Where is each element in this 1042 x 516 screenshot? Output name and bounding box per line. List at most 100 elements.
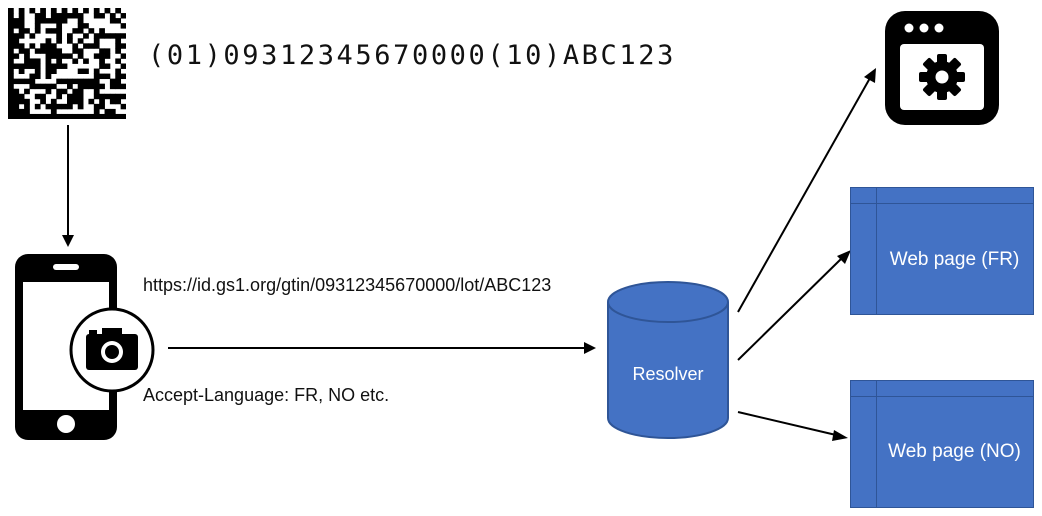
barcode-module: [56, 63, 63, 69]
barcode-module: [50, 13, 57, 19]
barcode-module: [93, 33, 100, 39]
barcode-module: [88, 28, 95, 34]
barcode-module: [18, 63, 25, 69]
barcode-module: [13, 53, 20, 59]
barcode-hri-text: (01)09312345670000(10)ABC123: [148, 40, 676, 71]
barcode-module: [40, 93, 46, 100]
barcode-module: [120, 103, 126, 110]
barcode-module: [99, 93, 105, 100]
barcode-module: [109, 83, 116, 90]
barcode-module: [93, 73, 100, 80]
barcode-module: [77, 98, 84, 105]
barcode-module: [50, 108, 57, 115]
arrow-phone-to-resolver: [168, 342, 596, 354]
barcode-module: [109, 33, 116, 39]
barcode-module: [72, 28, 79, 34]
barcode-module: [61, 8, 68, 14]
barcode-module: [8, 33, 14, 39]
barcode-module: [13, 38, 20, 44]
barcode-module: [50, 98, 57, 105]
barcode-module: [115, 8, 122, 14]
barcode-module: [99, 13, 105, 19]
barcode-module: [115, 113, 122, 119]
barcode-module: [88, 113, 95, 119]
barcode-module: [56, 28, 63, 34]
barcode-module: [13, 43, 20, 49]
barcode-module: [115, 73, 122, 80]
web-page-header-divider: [851, 203, 1033, 204]
barcode-module: [72, 13, 79, 19]
barcode-module: [13, 78, 20, 85]
barcode-module: [8, 63, 14, 69]
barcode-module: [77, 23, 84, 29]
barcode-module: [93, 83, 100, 90]
barcode-module: [56, 38, 63, 44]
barcode-module: [13, 18, 20, 24]
barcode-module: [45, 73, 52, 80]
barcode-module: [61, 18, 68, 24]
barcode-module: [77, 53, 84, 59]
barcode-module: [56, 18, 63, 24]
request-url: https://id.gs1.org/gtin/09312345670000/l…: [143, 275, 552, 295]
barcode-module: [104, 63, 111, 69]
barcode-module: [24, 48, 30, 54]
barcode-module: [24, 98, 30, 105]
barcode-module: [67, 53, 73, 59]
barcode-module: [99, 33, 105, 39]
barcode-module: [8, 83, 14, 90]
barcode-module: [29, 78, 36, 85]
barcode-module: [13, 23, 20, 29]
barcode-module: [40, 48, 46, 54]
barcode-module: [50, 113, 57, 119]
barcode-module: [104, 33, 111, 39]
barcode-module: [8, 28, 14, 34]
barcode-module: [72, 93, 79, 100]
barcode-module: [83, 58, 89, 64]
barcode-module: [8, 68, 14, 74]
barcode-module: [8, 78, 14, 85]
barcode-module: [83, 68, 89, 74]
barcode-module: [99, 48, 105, 54]
barcode-module: [72, 88, 79, 95]
barcode-module: [56, 53, 63, 59]
barcode-module: [56, 93, 63, 100]
barcode-module: [34, 48, 41, 54]
barcode-module: [50, 68, 57, 74]
barcode-module: [29, 8, 36, 14]
barcode-module: [18, 33, 25, 39]
app-settings-icon: [885, 11, 999, 125]
barcode-module: [50, 8, 57, 14]
barcode-module: [61, 103, 68, 110]
barcode-module: [109, 113, 116, 119]
barcode-module: [34, 18, 41, 24]
resolver-redirect-arrows: [737, 68, 876, 441]
barcode-module: [8, 8, 14, 14]
barcode-module: [18, 113, 25, 119]
barcode-module: [115, 58, 122, 64]
barcode-module: [56, 78, 63, 85]
barcode-module: [56, 103, 63, 110]
barcode-module: [120, 63, 126, 69]
barcode-module: [67, 83, 73, 90]
resolver-label: Resolver: [632, 364, 704, 384]
barcode-module: [24, 78, 30, 85]
barcode-module: [109, 13, 116, 19]
barcode-module: [109, 78, 116, 85]
barcode-module: [67, 38, 73, 44]
barcode-module: [29, 33, 36, 39]
barcode-module: [77, 28, 84, 34]
barcode-module: [18, 28, 25, 34]
barcode-module: [77, 68, 84, 74]
barcode-module: [99, 83, 105, 90]
barcode-module: [24, 88, 30, 95]
web-page-fr: Web page (FR): [850, 187, 1034, 315]
barcode-module: [72, 78, 79, 85]
barcode-module: [45, 103, 52, 110]
barcode-module: [99, 98, 105, 105]
barcode-module: [93, 88, 100, 95]
barcode-module: [13, 103, 20, 110]
barcode-module: [50, 53, 57, 59]
barcode-module: [115, 18, 122, 24]
barcode-module: [45, 53, 52, 59]
barcode-module: [83, 33, 89, 39]
